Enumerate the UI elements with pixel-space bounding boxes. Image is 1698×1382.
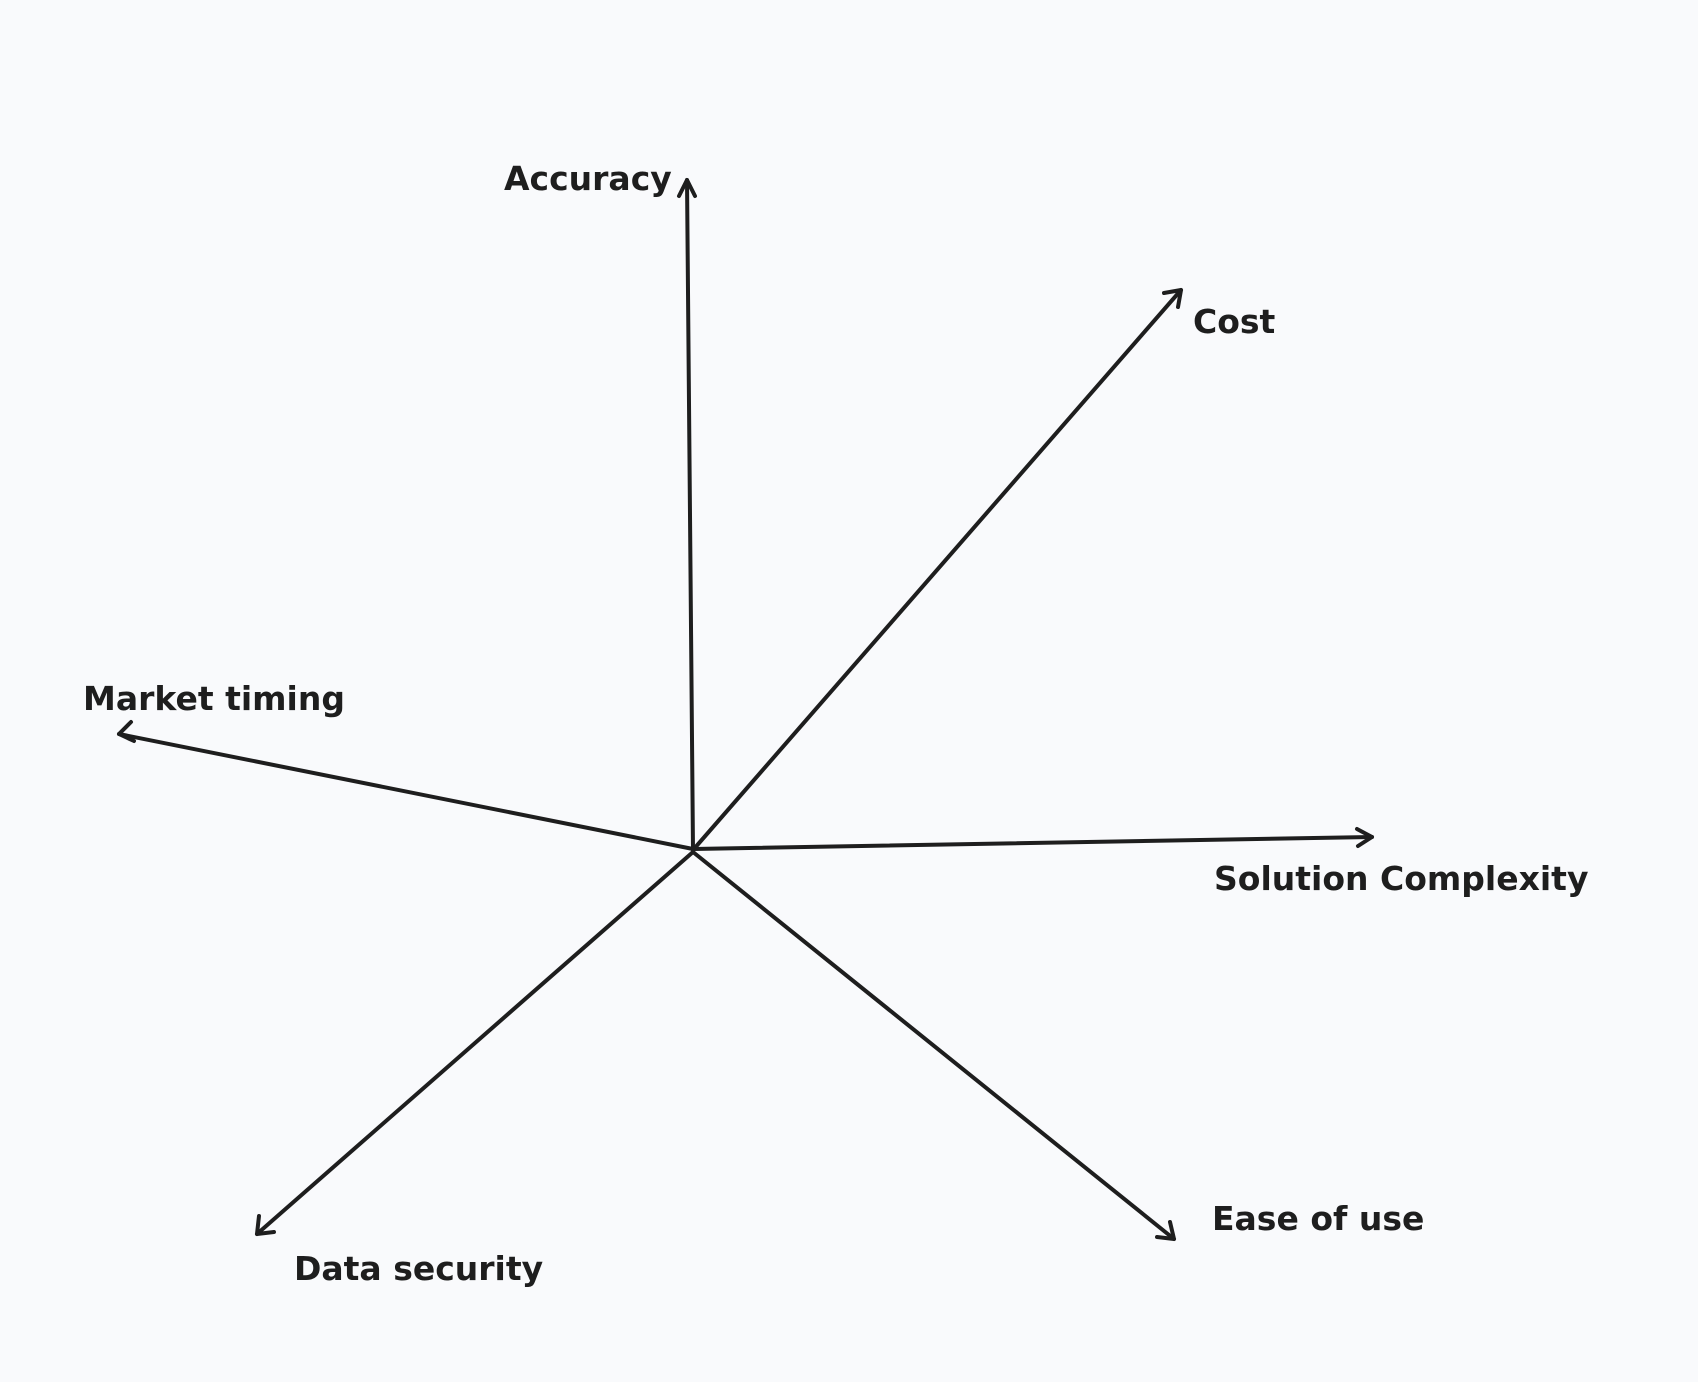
axis-market-timing-label: Market timing [83, 679, 345, 718]
axis-accuracy: Accuracy [504, 159, 697, 852]
axis-accuracy-line [685, 178, 695, 852]
axis-cost: Cost [691, 288, 1276, 852]
axis-data-security-line [255, 850, 695, 1236]
axis-market-timing-arrowhead [117, 720, 136, 743]
axis-market-timing: Market timing [83, 679, 695, 851]
axis-data-security-label: Data security [294, 1249, 543, 1288]
axis-data-security-arrowhead [255, 1214, 276, 1236]
axis-solution-complexity: Solution Complexity [691, 827, 1588, 898]
axis-data-security: Data security [255, 850, 695, 1288]
axis-accuracy-arrowhead [677, 178, 697, 198]
axis-ease-of-use-label: Ease of use [1212, 1199, 1424, 1238]
axis-ease-of-use: Ease of use [691, 850, 1424, 1241]
axis-cost-line [691, 288, 1183, 852]
axis-ease-of-use-arrowhead [1155, 1220, 1176, 1241]
axis-solution-complexity-label: Solution Complexity [1214, 859, 1588, 898]
axis-cost-arrowhead [1162, 288, 1183, 309]
axis-solution-complexity-line [691, 835, 1374, 851]
axis-ease-of-use-line [691, 850, 1176, 1241]
axis-accuracy-label: Accuracy [504, 159, 672, 198]
axis-market-timing-line [117, 732, 695, 851]
axis-cost-label: Cost [1193, 302, 1276, 341]
axis-solution-complexity-arrowhead [1355, 827, 1374, 848]
